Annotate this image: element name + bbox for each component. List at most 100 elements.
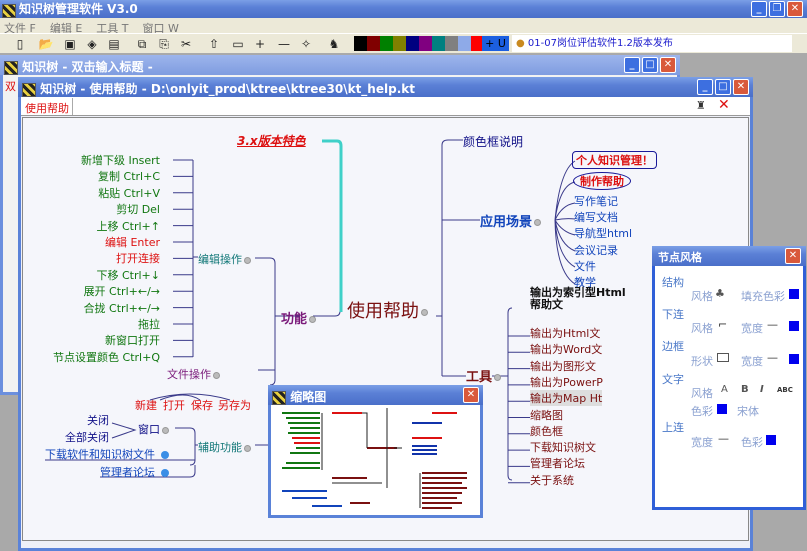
font-size-icon[interactable]: A xyxy=(721,384,728,395)
node-tool-item[interactable]: 管理者论坛 xyxy=(530,457,585,471)
minimize-button[interactable]: _ xyxy=(697,79,713,95)
fill-color-swatch[interactable] xyxy=(789,289,799,299)
copy-icon[interactable]: ⧉ xyxy=(137,37,147,51)
node-scene[interactable]: 应用场景 xyxy=(480,211,542,230)
structure-style-icon[interactable]: ♣ xyxy=(715,287,725,300)
tree-icon[interactable]: ♞ xyxy=(328,37,340,51)
collapse-icon[interactable] xyxy=(534,219,542,226)
view-icon[interactable]: ◈ xyxy=(87,37,97,51)
node-edit-item[interactable]: 粘贴 Ctrl+V xyxy=(98,186,160,200)
save-icon[interactable]: ▣ xyxy=(64,37,76,51)
color-swatch[interactable] xyxy=(393,36,406,51)
node-edit-ops[interactable]: 编辑操作 xyxy=(198,251,251,267)
maximize-button[interactable]: □ xyxy=(642,57,658,73)
node-scene-item[interactable]: 写作笔记 xyxy=(574,195,618,208)
restore-button[interactable]: ❐ xyxy=(769,1,785,17)
node-tools[interactable]: 工具 xyxy=(466,366,502,385)
menu-edit[interactable]: 编辑 E xyxy=(49,22,83,35)
node-tool-item[interactable]: 关于系统 xyxy=(530,473,574,487)
collapse-icon[interactable]: — xyxy=(278,37,290,51)
color-swatch[interactable] xyxy=(367,36,380,51)
node-edit-item[interactable]: 编辑 Enter xyxy=(104,236,160,249)
strikethrough-button[interactable]: ABC xyxy=(777,386,793,394)
node-edit-item[interactable]: 拖拉 xyxy=(138,318,160,331)
node-save-as[interactable]: 另存为 xyxy=(218,399,251,412)
thumbnail-title-bar[interactable]: 缩略图 ✕ xyxy=(268,385,483,405)
color-swatch[interactable] xyxy=(354,36,367,51)
insert-icon[interactable]: ⇧ xyxy=(208,37,220,51)
tree-view-icon[interactable]: ♜ xyxy=(696,99,706,112)
node-forum[interactable]: 管理者论坛 xyxy=(100,464,169,480)
node-close-all[interactable]: 全部关闭 xyxy=(65,431,109,444)
close-button[interactable]: ✕ xyxy=(463,387,479,403)
node-tool-item[interactable]: 输出为图形文 xyxy=(530,359,596,373)
bold-button[interactable]: B xyxy=(741,384,749,395)
node-edit-item[interactable]: 上移 Ctrl+↑ xyxy=(96,219,160,233)
menu-tools[interactable]: 工具 T xyxy=(96,22,129,35)
node-scene-item[interactable]: 会议记录 xyxy=(574,243,618,257)
node-file-ops[interactable]: 文件操作 xyxy=(167,366,220,382)
font-name[interactable]: 宋体 xyxy=(737,405,759,418)
thumbnail-preview[interactable] xyxy=(272,408,479,514)
node-colorbox[interactable]: 颜色框说明 xyxy=(463,135,524,149)
node-tool-item[interactable]: 输出为Html文 xyxy=(530,327,601,340)
node-function[interactable]: 功能 xyxy=(281,308,317,327)
color-swatch[interactable] xyxy=(458,36,471,51)
news-ticker[interactable]: ● 01-07岗位评估软件1.2版本发布 xyxy=(512,35,792,52)
node-download[interactable]: 下载软件和知识树文件 xyxy=(45,446,169,462)
uplink-color-swatch[interactable] xyxy=(766,435,776,445)
collapse-icon[interactable] xyxy=(494,374,502,381)
node-edit-item[interactable]: 展开 Ctrl+←/→ xyxy=(83,285,160,299)
minimize-button[interactable]: _ xyxy=(624,57,640,73)
collapse-icon[interactable] xyxy=(244,256,251,264)
node-scene-item[interactable]: 教学 xyxy=(574,276,596,289)
color-swatch[interactable] xyxy=(406,36,419,51)
node-edit-item[interactable]: 打开连接 xyxy=(116,252,160,266)
close-button[interactable]: ✕ xyxy=(660,57,676,73)
tab-stub[interactable]: 双 xyxy=(5,80,16,93)
cut-icon[interactable]: ✂ xyxy=(180,37,192,51)
text-color-swatch[interactable] xyxy=(717,404,727,414)
node-aux[interactable]: 辅助功能 xyxy=(198,439,251,455)
node-scene-item[interactable]: 制作帮助 xyxy=(573,172,631,190)
light-icon[interactable]: ✧ xyxy=(300,37,312,51)
node-tool-item[interactable]: 输出为Map Ht xyxy=(530,390,603,407)
node-scene-item[interactable]: 个人知识管理！ xyxy=(572,151,657,169)
width-line-icon[interactable]: — xyxy=(767,351,778,364)
node-tool-item[interactable]: 输出为索引型Html帮助文 xyxy=(530,286,626,311)
node-edit-item[interactable]: 合拢 Ctrl+←/→ xyxy=(83,301,160,315)
link-style-icon[interactable]: ⌐ xyxy=(718,318,728,331)
collapse-icon[interactable] xyxy=(162,426,169,434)
node-edit-item[interactable]: 新增下级 Insert xyxy=(80,154,160,167)
node-style-title-bar[interactable]: 节点风格 ✕ xyxy=(652,246,806,266)
node-open[interactable]: 打开 xyxy=(163,399,185,412)
new-icon[interactable]: ▯ xyxy=(16,37,24,51)
underline-button[interactable]: + U xyxy=(482,36,509,51)
open-icon[interactable]: 📂 xyxy=(38,37,54,51)
close-button[interactable]: ✕ xyxy=(733,79,749,95)
paste-icon[interactable]: ⎘ xyxy=(159,37,169,51)
node-tool-item[interactable]: 下载知识树文 xyxy=(530,441,596,455)
collapse-icon[interactable] xyxy=(421,308,428,316)
width-line-icon[interactable]: — xyxy=(767,318,778,331)
maximize-button[interactable]: □ xyxy=(715,79,731,95)
node-edit-item[interactable]: 剪切 Del xyxy=(116,203,160,217)
italic-button[interactable]: I xyxy=(760,384,764,395)
link-color-swatch[interactable] xyxy=(789,321,799,331)
node-tool-item[interactable]: 缩略图 xyxy=(530,408,563,422)
border-shape-icon[interactable] xyxy=(717,353,729,362)
node-scene-item[interactable]: 文件 xyxy=(574,259,596,273)
node-tool-item[interactable]: 输出为Word文 xyxy=(530,343,603,357)
color-swatch[interactable] xyxy=(471,36,484,51)
node-edit-item[interactable]: 节点设置颜色 Ctrl+Q xyxy=(53,350,160,364)
color-swatch[interactable] xyxy=(419,36,432,51)
color-swatch[interactable] xyxy=(432,36,445,51)
node-window[interactable]: 窗口 xyxy=(138,421,169,437)
expand-icon[interactable]: + xyxy=(254,37,266,51)
border-color-swatch[interactable] xyxy=(789,354,799,364)
menu-file[interactable]: 文件 F xyxy=(4,22,36,35)
node-features[interactable]: 3.x版本特色 xyxy=(237,134,306,148)
link-icon[interactable] xyxy=(161,451,169,459)
collapse-icon[interactable] xyxy=(309,316,317,323)
node-close[interactable]: 关闭 xyxy=(87,414,109,427)
